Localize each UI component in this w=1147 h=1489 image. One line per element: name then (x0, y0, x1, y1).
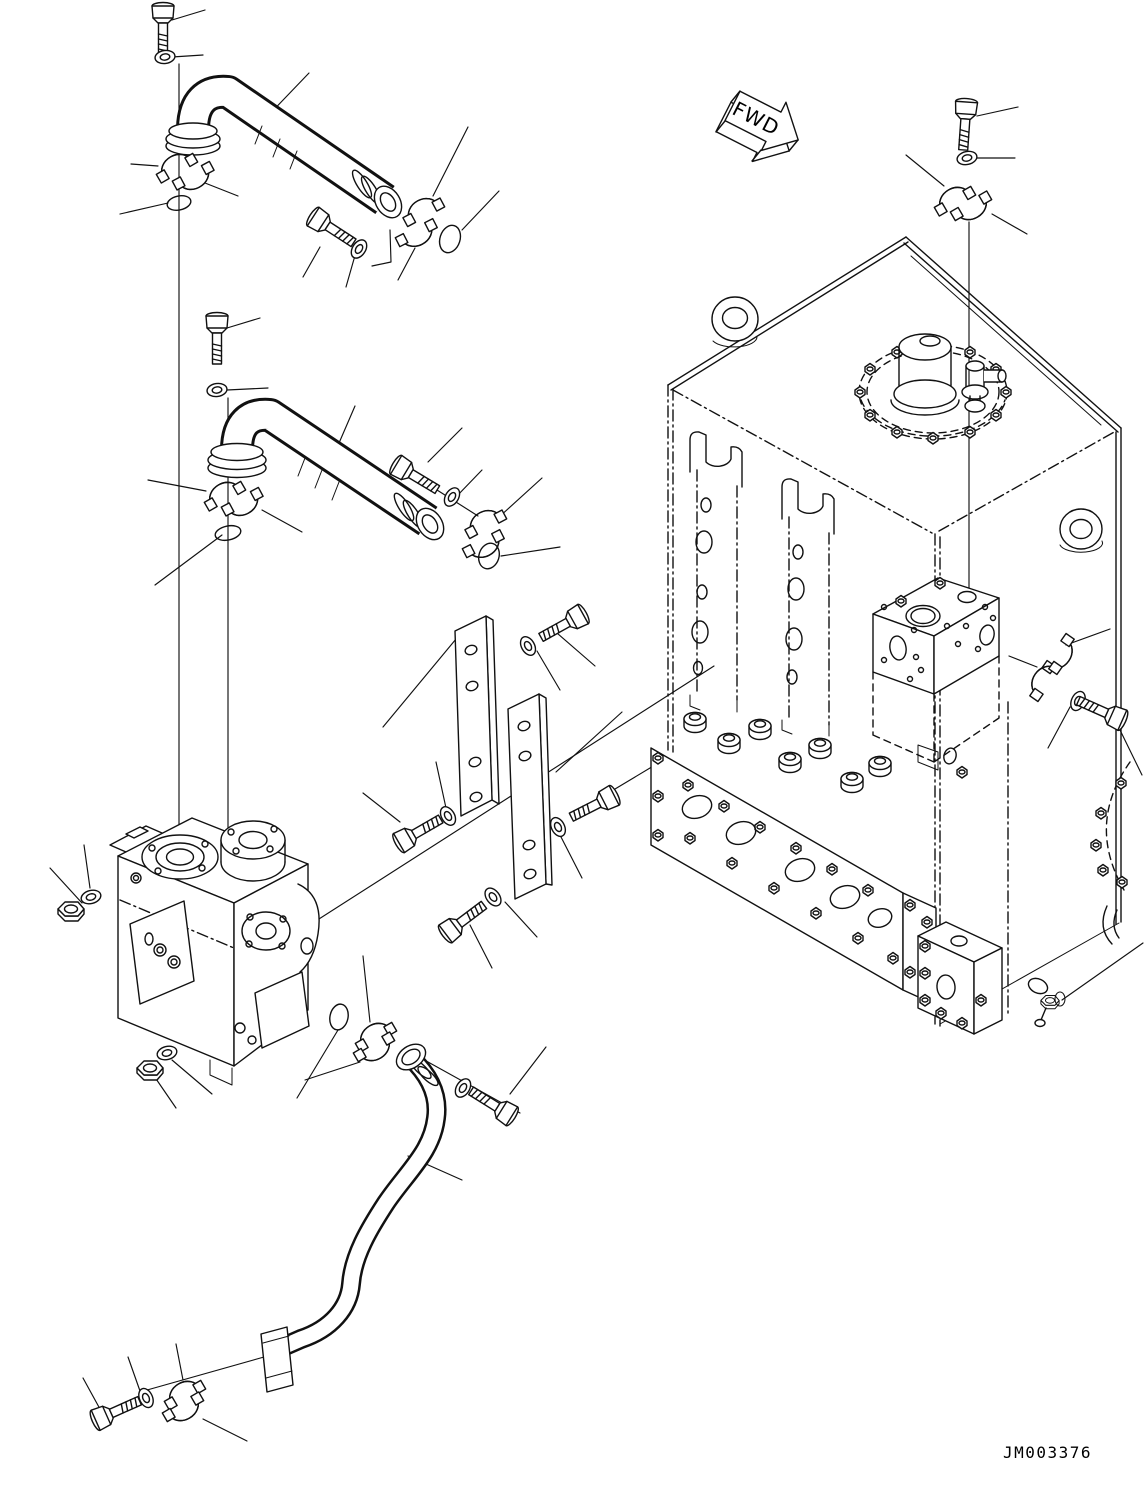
o-ring (329, 1003, 349, 1031)
tank-top-clamp-set (929, 97, 997, 229)
internal-channel-bracket-1 (689, 431, 743, 713)
mounting-plate (507, 693, 547, 900)
flat-washer (205, 381, 229, 399)
flat-washer (481, 884, 505, 910)
pump-suction-port (141, 834, 219, 880)
flat-washer (78, 887, 104, 907)
lifting-eye-left (711, 296, 759, 348)
mounting-plates-assembly (389, 602, 623, 946)
pump-discharge-port (220, 820, 286, 882)
o-ring-plug (438, 224, 462, 254)
hex-bolt (951, 97, 979, 152)
hex-nut (57, 901, 85, 922)
valve-side-clamp-set (1022, 632, 1131, 733)
hose-flange (260, 1326, 294, 1393)
clamp-half (394, 217, 442, 255)
suction-tube-lower-assembly (199, 311, 509, 570)
drain-valve (1027, 977, 1066, 1028)
leader-lines (49, 9, 1144, 1442)
flat-washer (154, 1043, 180, 1063)
clamp-half (398, 190, 446, 228)
fwd-direction-arrow: FWD (715, 90, 799, 163)
internal-channel-bracket-2 (781, 478, 835, 737)
drawing-number: JM003376 (1003, 1443, 1092, 1462)
hydraulic-pump-assembly (57, 817, 349, 1086)
o-ring-plug (477, 542, 501, 570)
clamp-half (352, 1031, 400, 1070)
hex-bolt (565, 783, 623, 828)
lifting-eye-right (1059, 508, 1103, 553)
o-ring (166, 195, 192, 211)
hydraulic-tank (650, 236, 1131, 1035)
flange-ports (681, 794, 893, 929)
hex-bolt (389, 808, 447, 855)
hex-bolt (435, 895, 492, 946)
hex-bolt (464, 1080, 522, 1129)
mounting-plate (454, 615, 493, 817)
tank-breather (890, 333, 960, 416)
tank-fitting (961, 360, 1007, 413)
drain-hose-assembly (87, 1014, 522, 1433)
hex-bolt (303, 204, 361, 253)
hex-bolt (205, 311, 229, 365)
flat-washer (955, 148, 979, 168)
side-flange-arc (1090, 761, 1131, 945)
suction-tube-upper-assembly (151, 1, 462, 262)
o-ring (214, 524, 242, 542)
stud-bosses (683, 711, 892, 794)
tank-mounting-flange (650, 711, 937, 1006)
clamp-half (1041, 632, 1082, 679)
pump-side-flange (241, 883, 320, 973)
flat-washer (440, 484, 464, 510)
flat-washer (153, 48, 177, 66)
hex-bolt (534, 602, 593, 648)
hex-bolt (151, 1, 175, 55)
hex-nut (136, 1060, 164, 1081)
flat-washer (516, 633, 540, 659)
tank-valve-block (872, 576, 1000, 779)
hex-bolt (87, 1389, 145, 1433)
tank-outlet-block (917, 921, 1003, 1035)
